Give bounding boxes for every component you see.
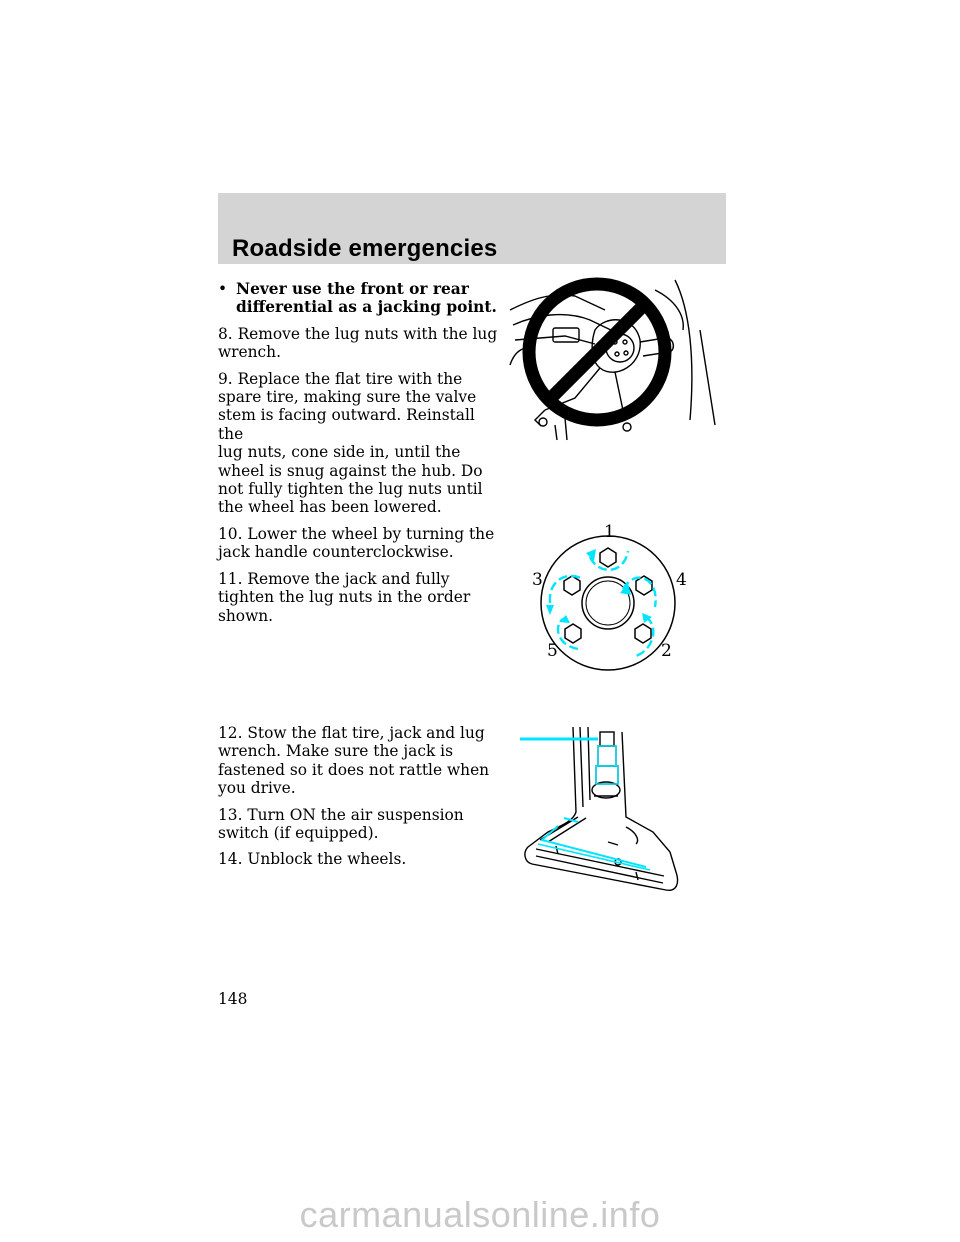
lug-order-label-4: 4 xyxy=(676,570,687,590)
step-9-line: not fully tighten the lug nuts until xyxy=(218,480,483,499)
step-12-line: wrench. Make sure the jack is xyxy=(218,742,454,761)
step-11-line: 11. Remove the jack and fully xyxy=(218,569,450,588)
instructions-bottom: 12. Stow the flat tire, jack and lug wre… xyxy=(218,724,503,869)
bullet-dot: • xyxy=(218,280,228,298)
step-9: 9. Replace the flat tire with the spare … xyxy=(218,370,503,517)
tightening-arrows xyxy=(548,550,657,659)
step-10-line: jack handle counterclockwise. xyxy=(218,543,454,562)
step-14: 14. Unblock the wheels. xyxy=(218,850,503,868)
section-title: Roadside emergencies xyxy=(232,235,498,262)
lug-nut-order-diagram: 1 4 3 2 5 xyxy=(532,522,687,671)
step-13-line: switch (if equipped). xyxy=(218,824,379,843)
step-9-line: stem is facing outward. Reinstall the xyxy=(218,406,475,443)
step-9-line: spare tire, making sure the valve xyxy=(218,388,477,407)
step-11-line: tighten the lug nuts in the order xyxy=(218,588,471,607)
section-header: Roadside emergencies xyxy=(218,193,726,264)
step-12: 12. Stow the flat tire, jack and lug wre… xyxy=(218,724,503,798)
lug-order-label-2: 2 xyxy=(661,641,672,661)
watermark: carmanualsonline.info xyxy=(299,1194,661,1235)
jack-stowage-illustration xyxy=(520,726,679,891)
lug-order-label-3: 3 xyxy=(532,570,543,590)
step-9-line: wheel is snug against the hub. Do xyxy=(218,461,483,480)
lug-order-label-5: 5 xyxy=(547,641,558,661)
step-14-line: 14. Unblock the wheels. xyxy=(218,850,407,869)
bullet-line-2: differential as a jacking point. xyxy=(236,298,497,317)
step-8-line: 8. Remove the lug nuts with the lug xyxy=(218,324,498,343)
step-12-line: 12. Stow the flat tire, jack and lug xyxy=(218,724,485,742)
differential-prohibited-illustration xyxy=(509,277,716,441)
page-number: 148 xyxy=(218,990,248,1008)
step-9-line: lug nuts, cone side in, until the xyxy=(218,443,461,462)
step-12-line: fastened so it does not rattle when xyxy=(218,760,490,779)
step-9-line: 9. Replace the flat tire with the xyxy=(218,369,463,388)
step-9-line: the wheel has been lowered. xyxy=(218,498,442,517)
bullet-line-1: Never use the front or rear xyxy=(236,280,469,298)
step-10-line: 10. Lower the wheel by turning the xyxy=(218,524,495,543)
step-8-line: wrench. xyxy=(218,343,281,362)
step-13-line: 13. Turn ON the air suspension xyxy=(218,805,464,824)
step-11-line: shown. xyxy=(218,606,274,625)
lug-order-label-1: 1 xyxy=(604,522,615,542)
step-12-line: you drive. xyxy=(218,779,296,798)
